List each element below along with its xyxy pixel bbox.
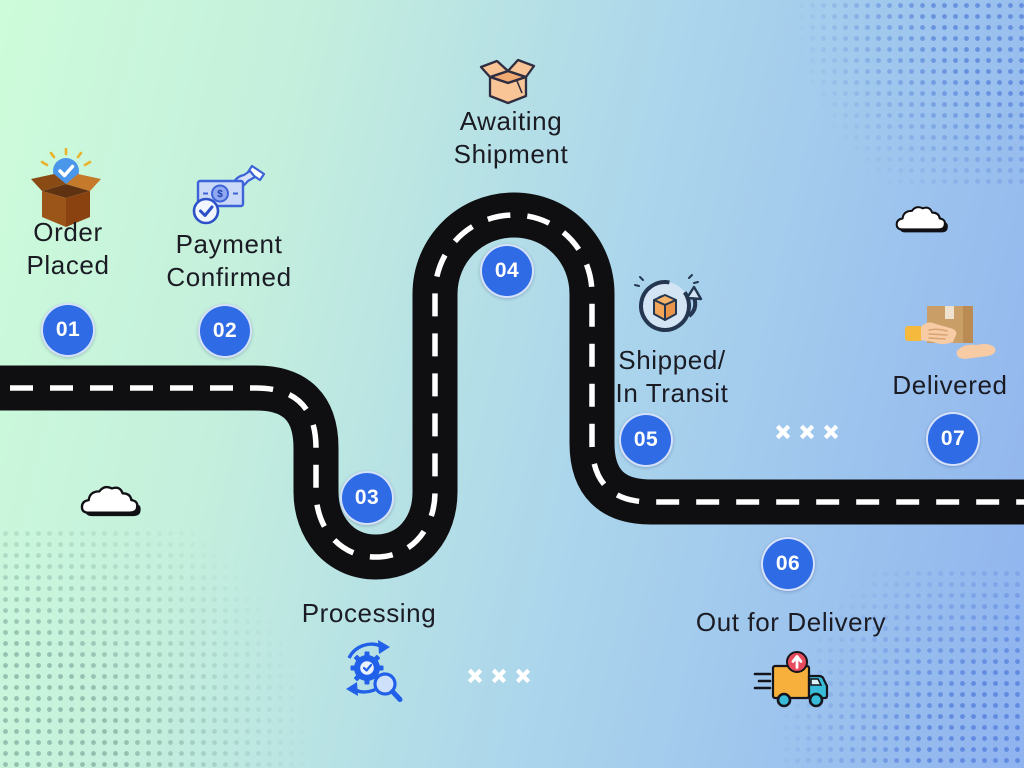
road-dash-line bbox=[0, 212, 1024, 560]
stage-label-line1: Processing bbox=[301, 598, 437, 628]
stage-label-processing: Processing bbox=[302, 597, 437, 630]
stage-label-line2: In Transit bbox=[615, 378, 729, 408]
stage-label-delivered: Delivered bbox=[892, 369, 1007, 402]
stage-badge-01: 01 bbox=[41, 303, 95, 357]
stage-badge-04: 04 bbox=[480, 244, 534, 298]
stage-badge-05: 05 bbox=[619, 413, 673, 467]
stage-label-order-placed: Order Placed bbox=[26, 216, 109, 282]
stage-badge-06: 06 bbox=[761, 537, 815, 591]
stage-label-awaiting-shipment: Awaiting Shipment bbox=[454, 105, 569, 171]
stage-badge-03: 03 bbox=[340, 471, 394, 525]
order-placed-box-icon bbox=[31, 148, 101, 227]
stage-label-line1: Out for Delivery bbox=[695, 607, 887, 637]
stage-label-line2: Placed bbox=[26, 250, 110, 280]
x-marks-decoration: ××× bbox=[775, 418, 849, 447]
stage-label-line1: Awaiting bbox=[459, 106, 563, 136]
stage-label-line1: Shipped/ bbox=[618, 345, 726, 375]
stage-label-line1: Order bbox=[33, 217, 103, 247]
stage-label-out-for-delivery: Out for Delivery bbox=[696, 606, 886, 639]
x-marks-decoration: ××× bbox=[467, 662, 541, 691]
stage-badge-07: 07 bbox=[926, 412, 980, 466]
stage-label-line2: Shipment bbox=[453, 139, 569, 169]
stage-label-line1: Payment bbox=[175, 229, 283, 259]
stage-label-line2: Confirmed bbox=[166, 262, 292, 292]
shipped-in-transit-icon bbox=[634, 274, 703, 332]
delivery-truck-icon bbox=[753, 651, 829, 708]
stage-label-line1: Delivered bbox=[892, 370, 1008, 400]
cloud-icon bbox=[80, 485, 141, 517]
stage-badge-02: 02 bbox=[198, 304, 252, 358]
stage-label-payment-confirmed: Payment Confirmed bbox=[166, 228, 291, 294]
awaiting-shipment-box-icon bbox=[479, 58, 536, 105]
stage-label-shipped-in-transit: Shipped/ In Transit bbox=[616, 344, 729, 410]
payment-confirmed-icon: $ bbox=[192, 164, 266, 225]
processing-gear-search-icon bbox=[346, 640, 403, 702]
cloud-icon bbox=[895, 206, 948, 233]
delivered-hands-box-icon bbox=[905, 306, 996, 359]
svg-text:$: $ bbox=[217, 189, 223, 200]
